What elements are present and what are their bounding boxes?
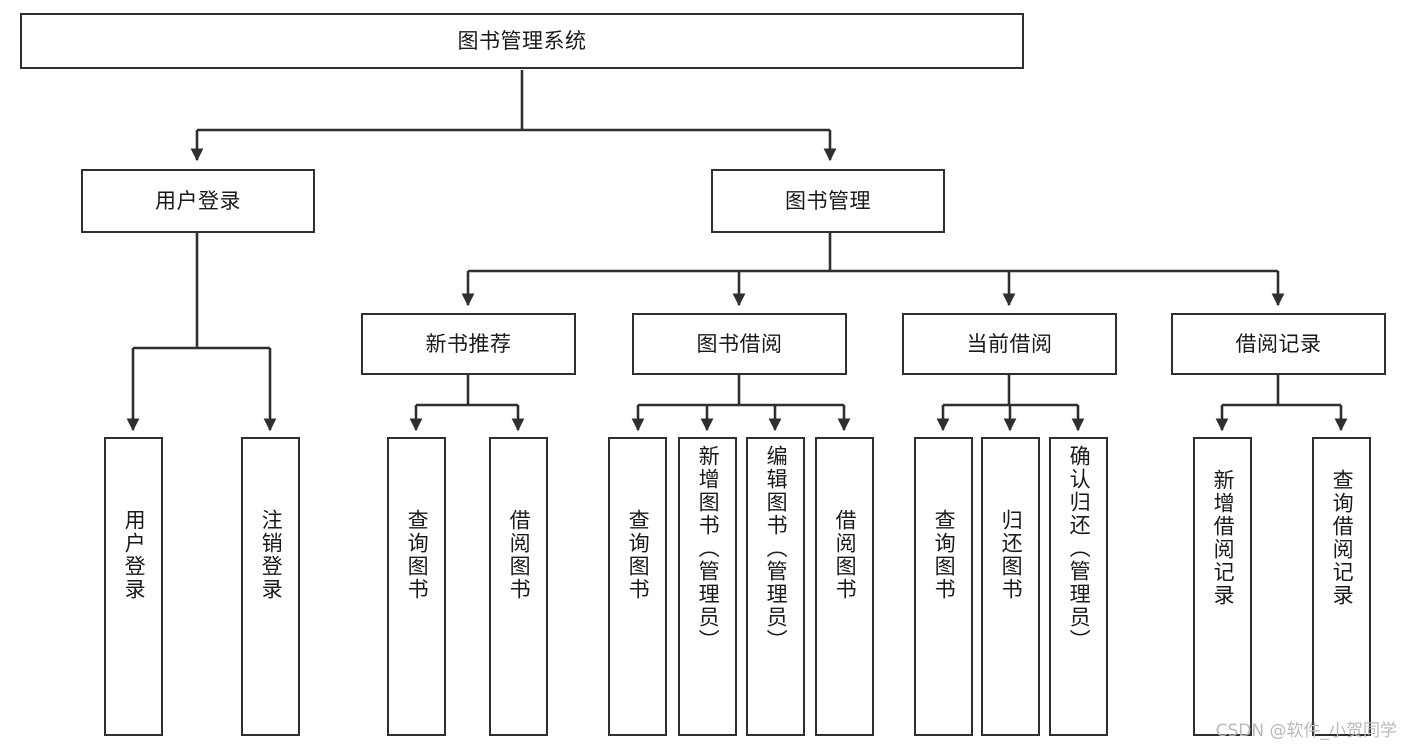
leaf-borrow-book-1[interactable]: 借阅图书 bbox=[489, 437, 548, 736]
leaf-add-record-label: 新增借阅记录 bbox=[1211, 469, 1236, 607]
leaf-return-book[interactable]: 归还图书 bbox=[981, 437, 1040, 736]
node-user-login-label: 用户登录 bbox=[155, 188, 241, 213]
node-root[interactable]: 图书管理系统 bbox=[20, 13, 1024, 69]
leaf-query-record[interactable]: 查询借阅记录 bbox=[1312, 437, 1371, 736]
node-new-book-rec-label: 新书推荐 bbox=[425, 331, 512, 356]
leaf-borrow-book-1-label: 借阅图书 bbox=[507, 509, 532, 601]
node-user-login[interactable]: 用户登录 bbox=[81, 169, 315, 233]
leaf-user-login-label: 用户登录 bbox=[122, 509, 147, 601]
leaf-edit-book-label: 编辑图书（管理员） bbox=[764, 445, 789, 652]
node-book-manage-label: 图书管理 bbox=[785, 188, 871, 213]
leaf-query-book-3[interactable]: 查询图书 bbox=[914, 437, 973, 736]
node-new-book-rec[interactable]: 新书推荐 bbox=[361, 313, 576, 375]
leaf-query-book-2-label: 查询图书 bbox=[626, 509, 651, 601]
node-current-borrow-label: 当前借阅 bbox=[966, 331, 1053, 356]
node-current-borrow[interactable]: 当前借阅 bbox=[902, 313, 1117, 375]
leaf-query-book-1-label: 查询图书 bbox=[405, 509, 430, 601]
leaf-edit-book[interactable]: 编辑图书（管理员） bbox=[746, 437, 805, 736]
leaf-user-login[interactable]: 用户登录 bbox=[104, 437, 163, 736]
node-book-borrow-label: 图书借阅 bbox=[696, 331, 783, 356]
leaf-add-record[interactable]: 新增借阅记录 bbox=[1193, 437, 1252, 736]
leaf-confirm-return-label: 确认归还（管理员） bbox=[1067, 445, 1092, 652]
leaf-logout-login[interactable]: 注销登录 bbox=[241, 437, 300, 736]
leaf-query-book-2[interactable]: 查询图书 bbox=[608, 437, 667, 736]
leaf-query-book-1[interactable]: 查询图书 bbox=[387, 437, 446, 736]
node-borrow-record-label: 借阅记录 bbox=[1235, 331, 1322, 356]
leaf-logout-login-label: 注销登录 bbox=[259, 509, 284, 601]
node-book-manage[interactable]: 图书管理 bbox=[711, 169, 945, 233]
leaf-add-book[interactable]: 新增图书（管理员） bbox=[678, 437, 737, 736]
leaf-query-record-label: 查询借阅记录 bbox=[1330, 469, 1355, 607]
leaf-confirm-return[interactable]: 确认归还（管理员） bbox=[1049, 437, 1108, 736]
leaf-return-book-label: 归还图书 bbox=[999, 509, 1024, 601]
leaf-add-book-label: 新增图书（管理员） bbox=[696, 445, 721, 652]
node-root-label: 图书管理系统 bbox=[457, 28, 587, 53]
leaf-borrow-book-2-label: 借阅图书 bbox=[833, 509, 858, 601]
leaf-borrow-book-2[interactable]: 借阅图书 bbox=[815, 437, 874, 736]
watermark-text: CSDN @软件_小贺同学 bbox=[1215, 721, 1397, 741]
node-book-borrow[interactable]: 图书借阅 bbox=[632, 313, 847, 375]
node-borrow-record[interactable]: 借阅记录 bbox=[1171, 313, 1386, 375]
leaf-query-book-3-label: 查询图书 bbox=[932, 509, 957, 601]
